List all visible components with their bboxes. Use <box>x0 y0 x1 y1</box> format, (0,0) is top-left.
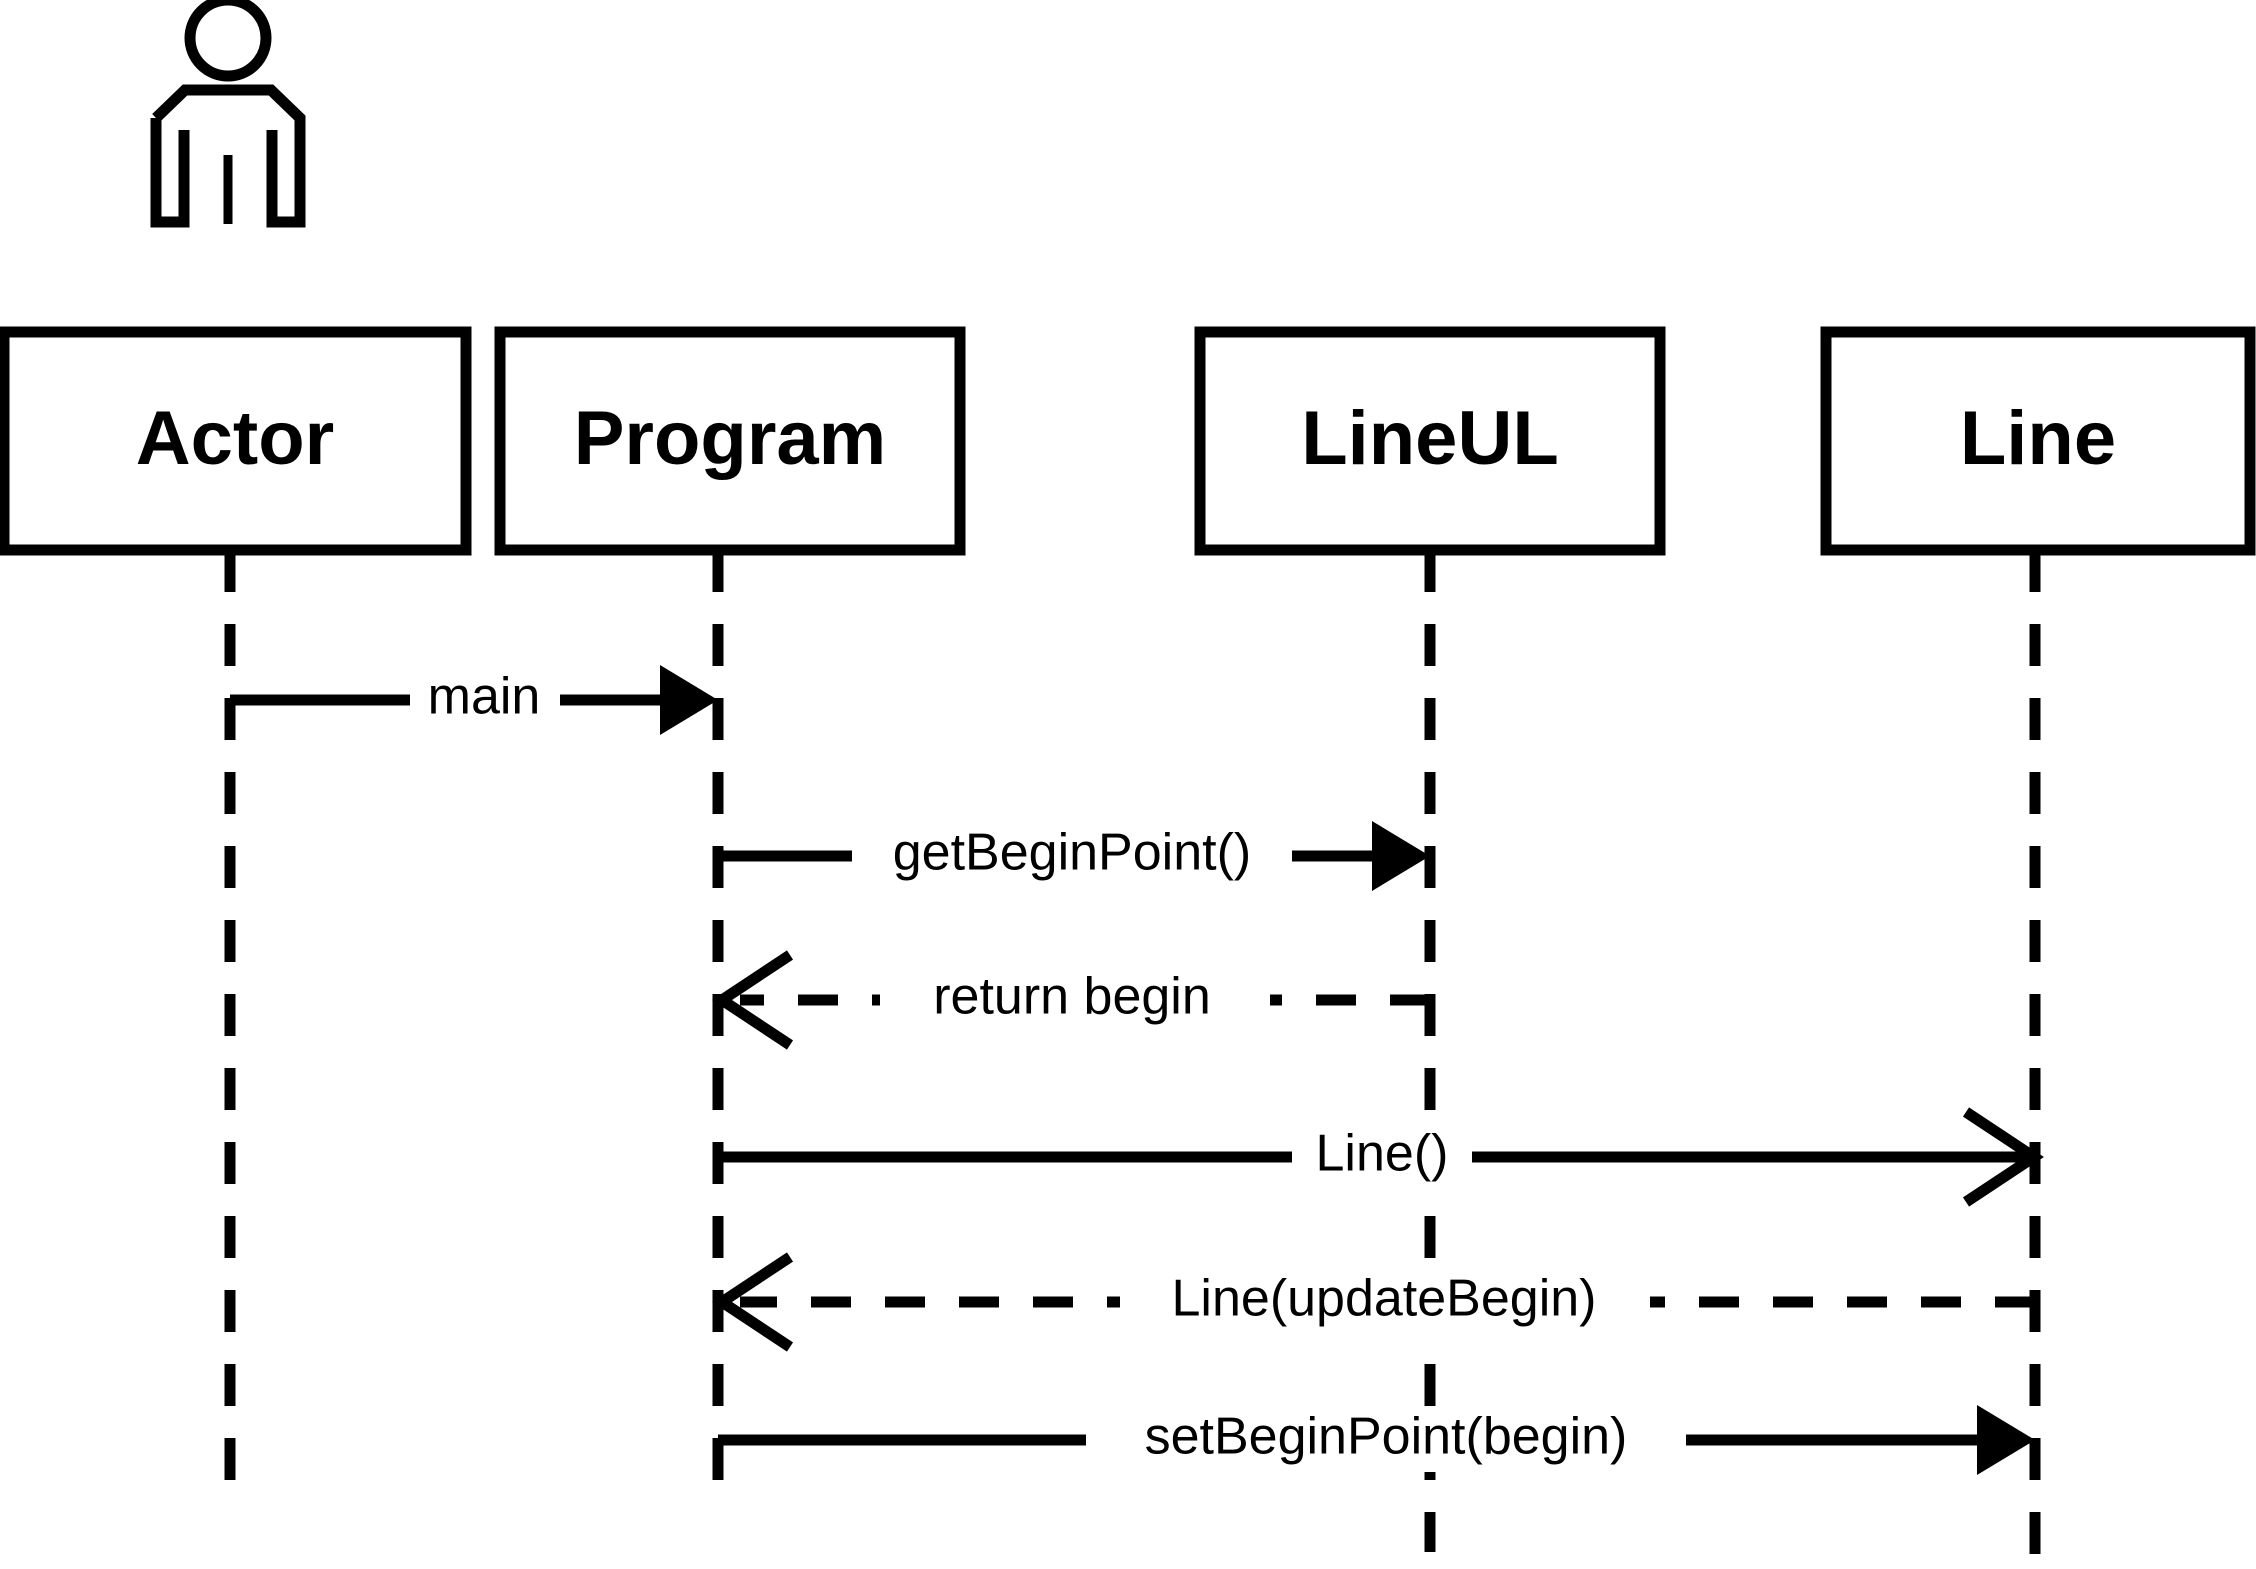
participant-box-lineul[interactable] <box>1194 326 1666 556</box>
participant-labels-group: Actor Program LineUL Line <box>136 396 2116 481</box>
message-return-begin-arrowhead-open <box>712 950 794 1050</box>
message-setbeginpoint[interactable]: setBeginPoint(begin) <box>718 1405 2035 1475</box>
lifelines-group <box>224 550 2041 1562</box>
message-setbeginpoint-arrowhead-filled <box>1977 1405 2035 1475</box>
participant-box-actor[interactable] <box>0 326 472 556</box>
message-main-arrowhead-filled <box>660 665 718 735</box>
message-getbeginpoint[interactable]: getBeginPoint() <box>718 821 1430 891</box>
message-main-label: main <box>428 668 541 726</box>
participant-boxes-group <box>0 326 2256 556</box>
message-return-begin-label: return begin <box>933 968 1211 1026</box>
message-line-updatebegin[interactable]: Line(updateBegin) <box>712 1252 2035 1352</box>
message-line-ctor[interactable]: Line() <box>718 1107 2044 1207</box>
message-return-begin[interactable]: return begin <box>712 950 1430 1050</box>
participant-box-line[interactable] <box>1820 326 2256 556</box>
message-main-label-bg <box>410 668 560 732</box>
actor-head-icon <box>184 0 272 82</box>
message-main[interactable]: main <box>230 665 718 735</box>
participant-label-program: Program <box>574 396 887 481</box>
participant-label-lineul: LineUL <box>1301 396 1559 481</box>
message-getbeginpoint-arrowhead-filled <box>1372 821 1430 891</box>
actor-stick-figure-icon <box>150 0 306 228</box>
message-setbeginpoint-label: setBeginPoint(begin) <box>1145 1408 1628 1466</box>
message-line-ctor-label: Line() <box>1316 1125 1449 1183</box>
message-line-ctor-label-bg <box>1292 1125 1472 1189</box>
message-getbeginpoint-label-bg <box>852 824 1292 888</box>
message-getbeginpoint-label: getBeginPoint() <box>893 824 1251 882</box>
message-line-updatebegin-label: Line(updateBegin) <box>1172 1270 1597 1328</box>
message-setbeginpoint-label-bg <box>1086 1408 1686 1472</box>
message-line-ctor-arrowhead-open <box>1962 1107 2044 1207</box>
participant-box-program[interactable] <box>494 326 966 556</box>
participant-label-line: Line <box>1960 396 2116 481</box>
message-return-begin-label-bg <box>880 968 1270 1032</box>
participant-label-actor: Actor <box>136 396 334 481</box>
message-line-updatebegin-label-bg <box>1120 1270 1650 1334</box>
message-line-updatebegin-arrowhead-open <box>712 1252 794 1352</box>
